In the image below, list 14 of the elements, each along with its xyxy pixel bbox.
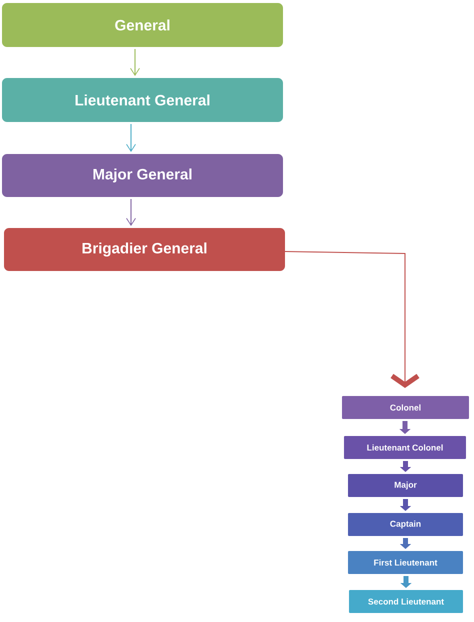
rank-box: Brigadier General: [4, 228, 285, 271]
rank-box: Major General: [2, 154, 283, 197]
arrow: [130, 48, 140, 76]
rank-box: Second Lieutenant: [349, 590, 463, 613]
arrow: [126, 124, 136, 152]
rank-box: General: [2, 3, 283, 47]
rank-box: First Lieutenant: [348, 551, 463, 574]
rank-box: Lieutenant Colonel: [344, 436, 466, 459]
arrow: [284, 251, 420, 388]
arrow: [126, 198, 136, 226]
rank-box: Major: [348, 474, 463, 497]
rank-box: Captain: [348, 513, 463, 536]
rank-box: Lieutenant General: [2, 78, 283, 122]
rank-box: Colonel: [342, 396, 469, 419]
